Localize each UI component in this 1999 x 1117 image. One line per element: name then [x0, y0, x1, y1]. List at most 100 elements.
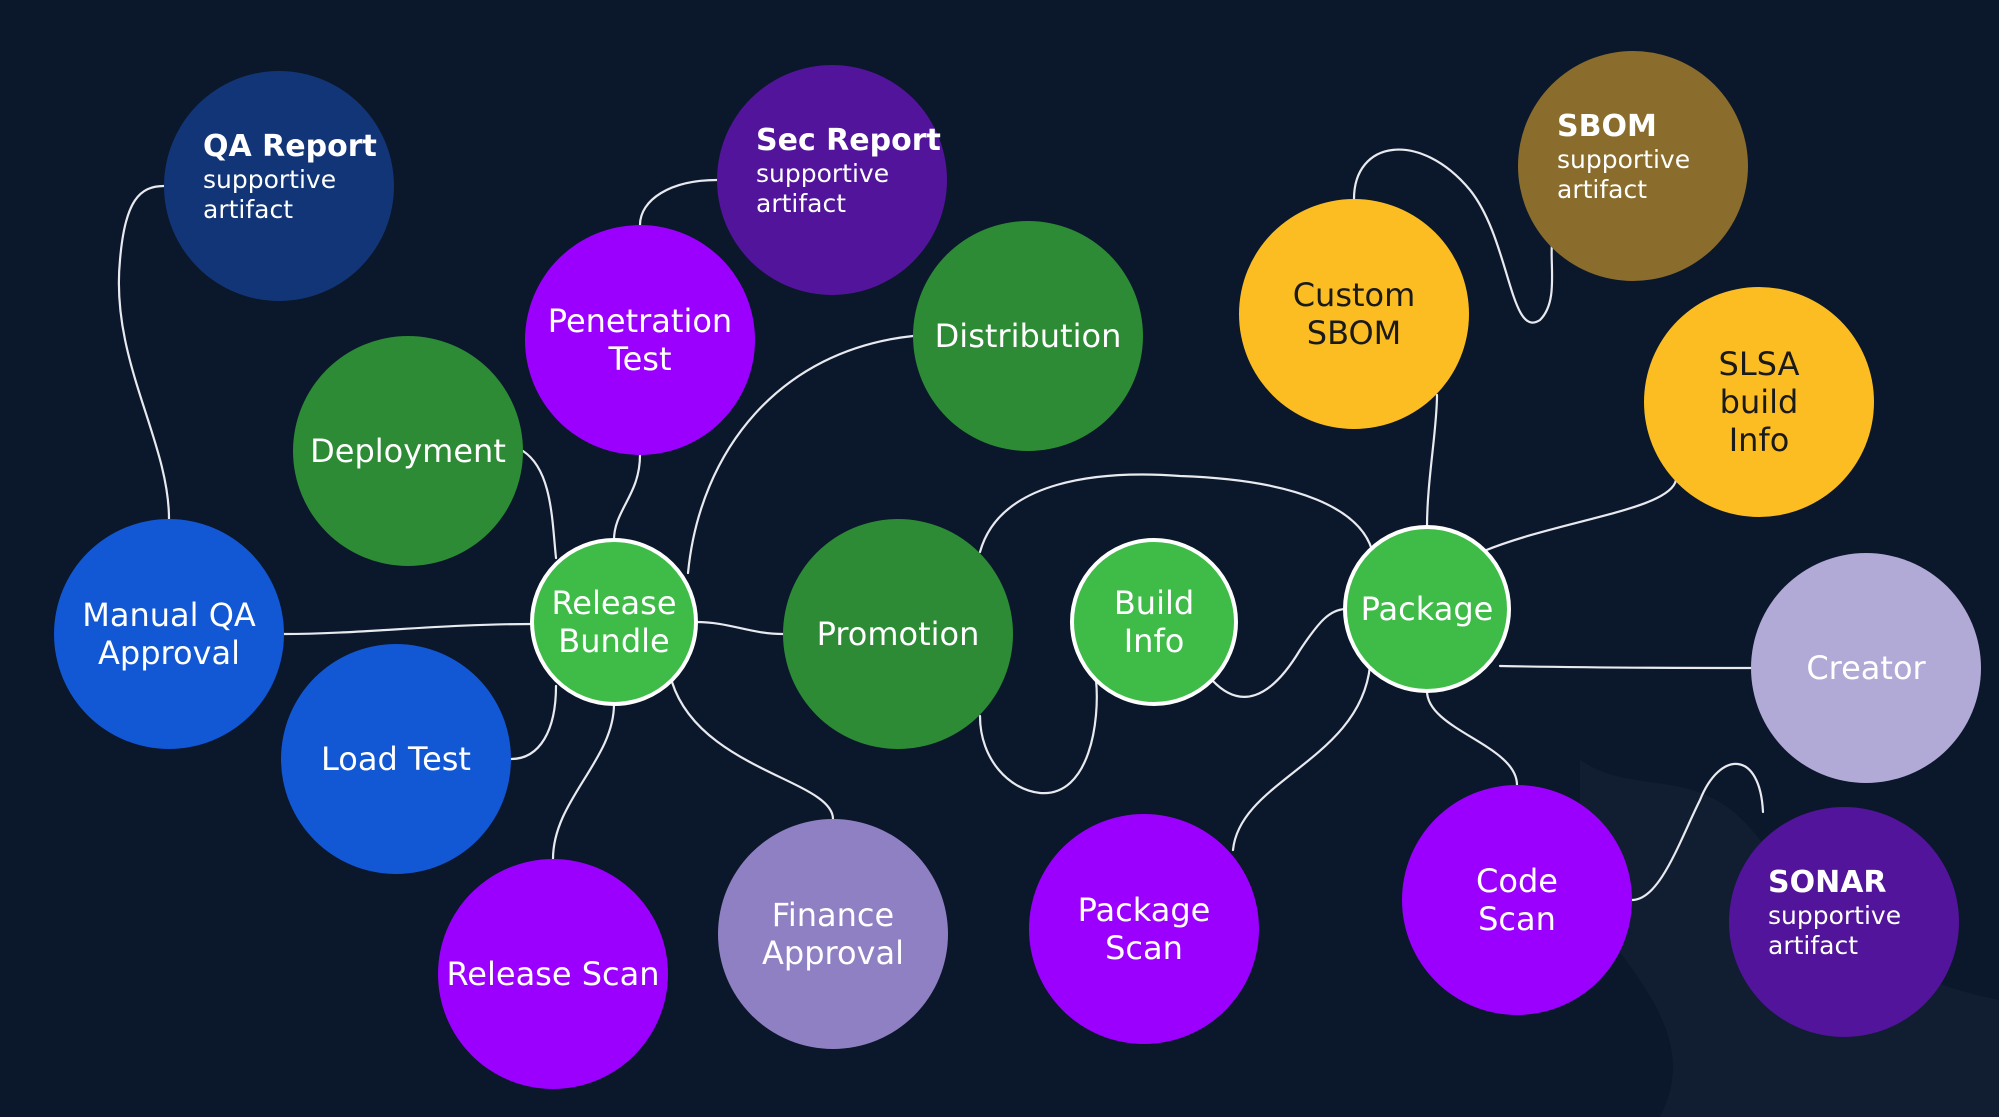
node-circle-sbom — [1518, 51, 1748, 281]
node-label-creator: Creator — [1806, 649, 1926, 687]
node-label-custom-sbom: SBOM — [1307, 314, 1402, 352]
connector-package-to-code-scan — [1425, 689, 1519, 787]
node-circle-package — [1343, 525, 1511, 693]
node-label-code-scan: Scan — [1478, 900, 1556, 938]
node-circle-manual-qa-approval — [54, 519, 284, 749]
connector-manual-qa-approval-to-qa-report — [117, 184, 171, 521]
node-sublabel-sonar: artifact — [1768, 931, 1858, 960]
node-label-penetration-test: Penetration — [548, 302, 732, 340]
node-circle-custom-sbom — [1239, 199, 1469, 429]
connector-release-bundle-to-load-test — [509, 684, 558, 761]
connector-promotion-to-build-info — [978, 678, 1098, 795]
connector-package-to-creator — [1498, 664, 1753, 670]
node-label-package-scan: Package — [1078, 891, 1211, 929]
node-circle-finance-approval — [718, 819, 948, 1049]
node-circle-package-scan — [1029, 814, 1259, 1044]
node-label-distribution: Distribution — [935, 317, 1122, 355]
node-label-manual-qa-approval: Approval — [98, 634, 240, 672]
connector-lines — [117, 148, 1765, 902]
node-creator: Creator — [1751, 553, 1981, 783]
node-release-scan: Release Scan — [438, 859, 668, 1089]
node-label-package-scan: Scan — [1105, 929, 1183, 967]
node-title-sonar: SONAR — [1768, 865, 1887, 900]
node-label-release-bundle: Bundle — [558, 622, 669, 660]
node-promotion: Promotion — [783, 519, 1013, 749]
node-circle-deployment — [293, 336, 523, 566]
node-label-slsa-build-info: SLSA — [1719, 345, 1800, 383]
node-circle-creator — [1751, 553, 1981, 783]
node-circle-release-bundle — [530, 538, 698, 706]
node-label-deployment: Deployment — [310, 432, 506, 470]
node-label-finance-approval: Approval — [762, 934, 904, 972]
node-sublabel-sbom: artifact — [1557, 175, 1647, 204]
node-sublabel-sec-report: supportive — [756, 159, 889, 188]
node-label-slsa-build-info: build — [1720, 383, 1799, 421]
node-deployment: Deployment — [293, 336, 523, 566]
node-label-manual-qa-approval: Manual QA — [82, 596, 256, 634]
connector-code-scan-to-sonar — [1630, 762, 1765, 902]
connector-release-bundle-to-distribution — [686, 334, 915, 575]
connector-promotion-to-package — [978, 473, 1374, 554]
node-label-release-bundle: Release — [551, 584, 676, 622]
node-circle-qa-report — [164, 71, 394, 301]
connector-release-bundle-to-deployment — [521, 449, 558, 560]
node-circle-load-test — [281, 644, 511, 874]
node-circle-distribution — [913, 221, 1143, 451]
node-sublabel-sbom: supportive — [1557, 145, 1690, 174]
node-label-load-test: Load Test — [321, 740, 471, 778]
connector-release-bundle-to-release-scan — [551, 702, 616, 861]
node-circle-slsa-build-info — [1644, 287, 1874, 517]
connector-release-bundle-to-promotion — [694, 620, 785, 636]
connector-release-bundle-to-finance-approval — [670, 680, 835, 821]
node-circle-sonar — [1729, 807, 1959, 1037]
node-label-penetration-test: Test — [607, 340, 671, 378]
connector-build-info-to-package — [1210, 607, 1347, 698]
node-title-sec-report: Sec Report — [756, 123, 941, 158]
node-label-release-scan: Release Scan — [447, 955, 660, 993]
connector-custom-sbom-to-sbom — [1352, 148, 1555, 324]
node-sublabel-qa-report: artifact — [203, 195, 293, 224]
connector-release-bundle-to-penetration-test — [612, 453, 642, 542]
node-sublabel-qa-report: supportive — [203, 165, 336, 194]
node-distribution: Distribution — [913, 221, 1143, 451]
node-circle-sec-report — [717, 65, 947, 295]
node-label-build-info: Info — [1124, 622, 1185, 660]
node-label-custom-sbom: Custom — [1293, 276, 1416, 314]
node-label-promotion: Promotion — [817, 615, 980, 653]
node-load-test: Load Test — [281, 644, 511, 874]
connector-package-to-slsa-build-info — [1482, 478, 1678, 553]
node-title-qa-report: QA Report — [203, 129, 377, 164]
node-label-code-scan: Code — [1476, 862, 1558, 900]
node-circle-code-scan — [1402, 785, 1632, 1015]
node-label-slsa-build-info: Info — [1729, 421, 1790, 459]
connector-package-to-package-scan — [1231, 664, 1372, 852]
node-package: Package — [1343, 525, 1511, 693]
node-circle-penetration-test — [525, 225, 755, 455]
connector-release-bundle-to-manual-qa-approval — [282, 622, 534, 636]
node-circle-release-scan — [438, 859, 668, 1089]
node-circle-promotion — [783, 519, 1013, 749]
node-sublabel-sonar: supportive — [1768, 901, 1901, 930]
node-label-package: Package — [1361, 590, 1494, 628]
node-sublabel-sec-report: artifact — [756, 189, 846, 218]
node-label-finance-approval: Finance — [772, 896, 894, 934]
connector-penetration-test-to-sec-report — [638, 178, 719, 227]
connector-package-to-custom-sbom — [1425, 393, 1439, 529]
node-title-sbom: SBOM — [1557, 109, 1657, 144]
